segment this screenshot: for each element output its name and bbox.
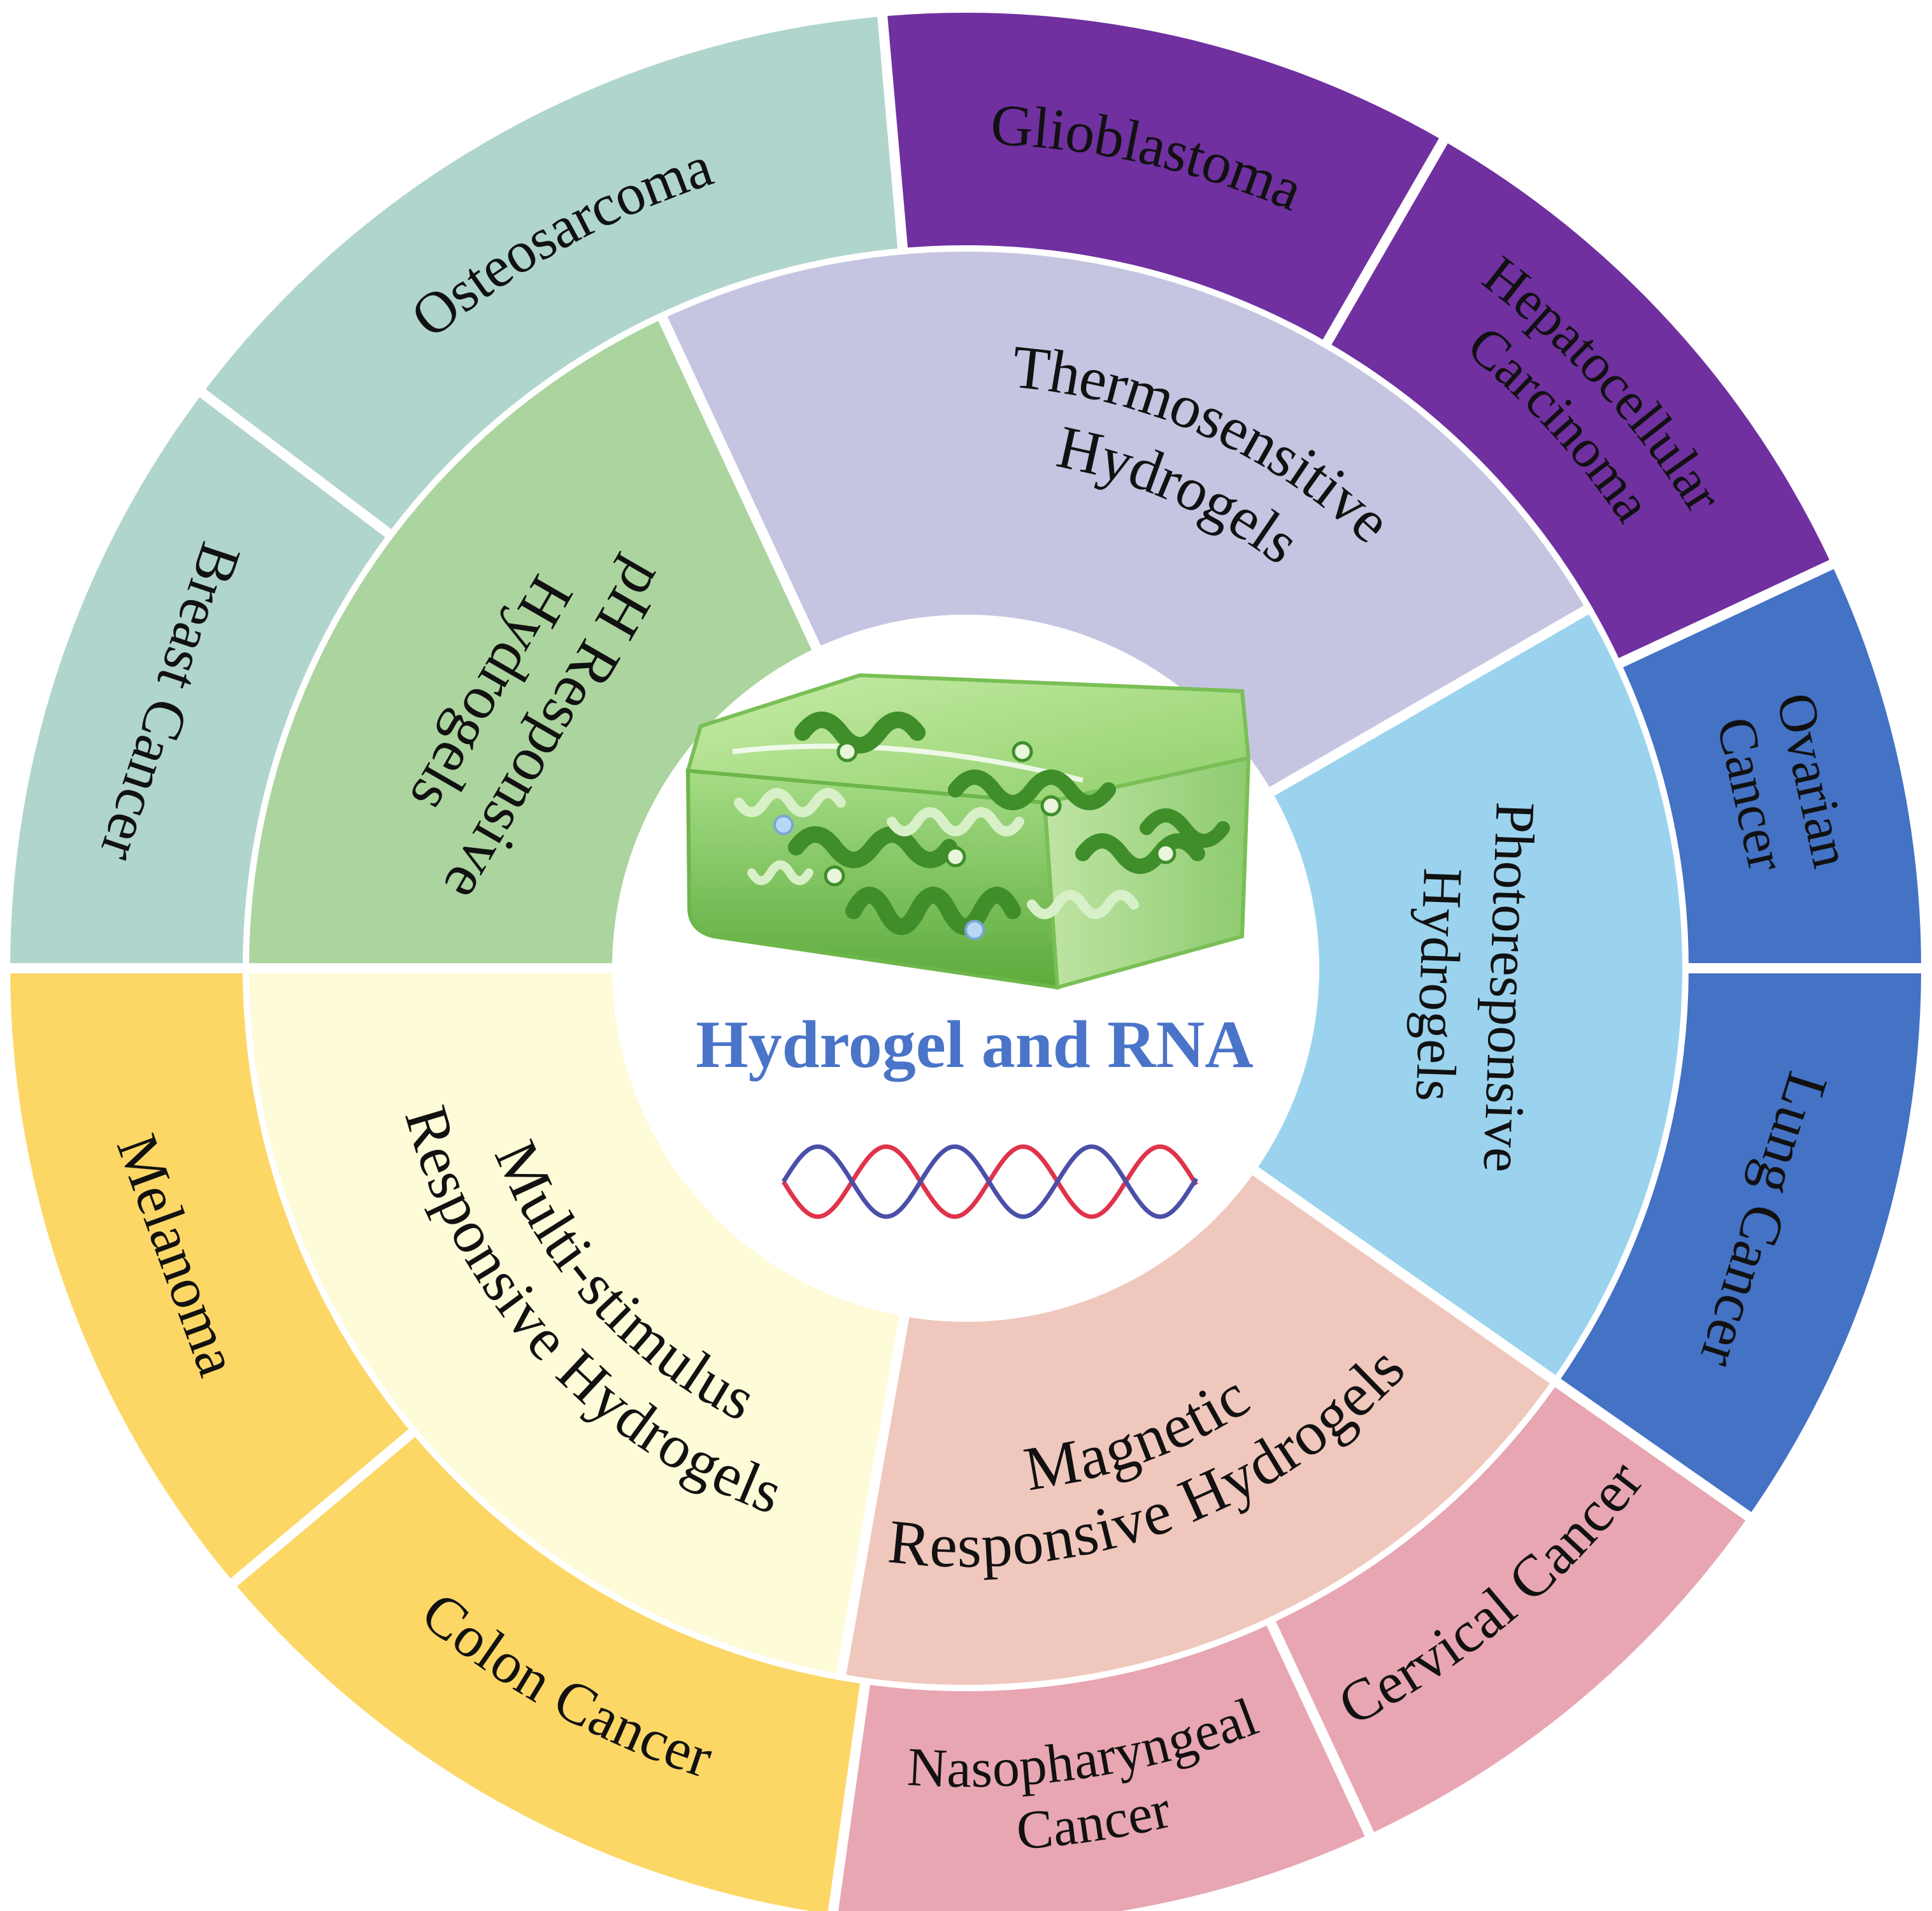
segment-divider bbox=[1265, 1618, 1376, 1840]
outer-segment-melanoma bbox=[10, 968, 415, 1583]
segment-divider bbox=[227, 1427, 418, 1589]
segment-divider bbox=[1269, 602, 1594, 796]
inner-segment-multi-stimulus-responsive-hydrogels bbox=[246, 968, 905, 1677]
outer-segment-hepatocellular-carcinoma bbox=[1326, 140, 1832, 664]
outer-segment-nasopharyngeal-cancer bbox=[833, 1621, 1370, 1911]
hydrogel-block-icon bbox=[685, 673, 1251, 990]
inner-segment-photoresponsive-hydrogels bbox=[1255, 608, 1685, 1382]
outer-ring bbox=[10, 13, 1921, 1911]
segment-divider bbox=[877, 13, 908, 252]
center-hub: Hydrogel and RNA bbox=[612, 615, 1319, 1322]
center-title: Hydrogel and RNA bbox=[696, 1007, 1254, 1082]
inner-segment-ph-responsive-hydrogels bbox=[246, 315, 817, 968]
photoresponsive-hydrogels-label: PhotoresponsiveHydrogels bbox=[1401, 799, 1546, 1174]
segment-divider bbox=[197, 387, 394, 540]
segment-dividers bbox=[7, 13, 1924, 1911]
segment-divider bbox=[1552, 1377, 1754, 1522]
segment-divider bbox=[1615, 558, 1837, 669]
segment-divider bbox=[835, 1315, 910, 1682]
inner-segment-thermosensitive-hydrogels bbox=[661, 248, 1589, 792]
ring-separator bbox=[243, 245, 1689, 1691]
outer-segment-breast-cancer bbox=[10, 393, 391, 968]
segment-divider bbox=[1321, 135, 1450, 348]
rna-double-helix-icon bbox=[782, 1144, 1198, 1219]
outer-segment-osteosarcoma bbox=[203, 16, 903, 535]
outer-segment-ovarian-cancer bbox=[1618, 564, 1921, 968]
outer-segment-lung-cancer bbox=[1555, 968, 1921, 1517]
segment-divider bbox=[827, 1680, 871, 1911]
outer-segment-cervical-cancer bbox=[1270, 1381, 1749, 1835]
segment-divider bbox=[1252, 1166, 1561, 1387]
outer-segment-colon-cancer bbox=[233, 1431, 866, 1911]
segment-divider bbox=[655, 310, 821, 650]
outer-segment-glioblastoma bbox=[882, 13, 1443, 345]
